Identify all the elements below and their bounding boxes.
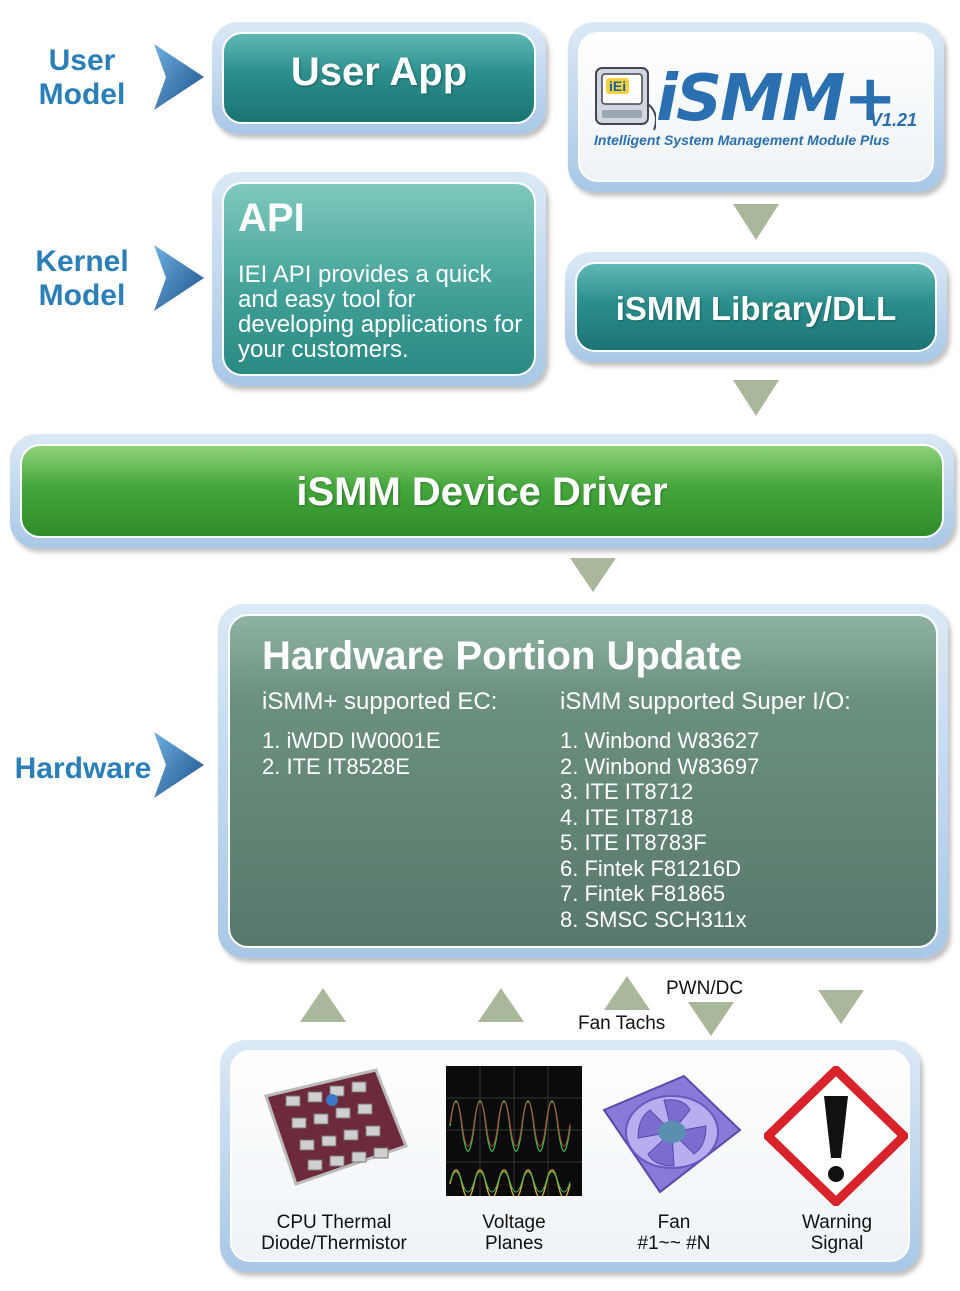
up-arrow-icon [604, 976, 650, 1010]
right-arrow-icon [154, 44, 204, 110]
superio-list: 1. Winbond W83627 2. Winbond W83697 3. I… [560, 728, 759, 932]
superio-heading: iSMM supported Super I/O: [560, 688, 851, 715]
library-box: iSMM Library/DLL [575, 262, 937, 352]
user-app-box: User App [222, 32, 536, 124]
side-label-model: Model [38, 78, 126, 111]
list-item: 3. ITE IT8712 [560, 779, 694, 804]
ismm-logo-version: V1.21 [870, 110, 918, 130]
list-item: 1. Winbond W83627 [560, 728, 760, 753]
up-arrow-icon [300, 988, 346, 1022]
user-app-title: User App [290, 50, 468, 94]
list-item: 8. SMSC SCH311x [560, 906, 747, 932]
side-label-user: User [48, 44, 116, 77]
devices-box: CPU Thermal Diode/Thermistor Voltage Pla… [230, 1050, 910, 1262]
down-arrow-icon [733, 380, 779, 416]
api-box: API IEI API provides a quick and easy to… [222, 182, 536, 376]
down-arrow-icon [570, 558, 616, 592]
library-frame: iSMM Library/DLL [565, 252, 947, 362]
oscilloscope-icon [446, 1066, 582, 1196]
ec-heading: iSMM+ supported EC: [262, 688, 498, 715]
ismm-logo-frame: iEi iSMM+ V1.21 Intelligent System Manag… [568, 22, 944, 192]
hardware-update-frame: Hardware Portion Update iSMM+ supported … [218, 604, 948, 958]
circuit-board-icon [264, 1068, 408, 1186]
pwm-dc-label: PWN/DC [666, 978, 744, 999]
api-title: API [238, 196, 305, 240]
list-item: 5. ITE IT8783F [560, 830, 707, 855]
ismm-logo-brand: iSMM+ [656, 62, 897, 136]
warning-sign-icon [764, 1066, 908, 1206]
fan-tachs-label: Fan Tachs [578, 1013, 666, 1034]
device-caption-line: CPU Thermal [276, 1212, 392, 1233]
device-caption-voltage: Voltage Planes [446, 1212, 582, 1254]
device-caption-cpu: CPU Thermal Diode/Thermistor [246, 1212, 422, 1254]
down-arrow-icon [818, 990, 864, 1024]
computer-icon [595, 67, 656, 131]
device-caption-line: Planes [484, 1233, 544, 1254]
side-label-user-model: User Model [30, 44, 134, 112]
devices-frame: CPU Thermal Diode/Thermistor Voltage Pla… [220, 1040, 920, 1272]
device-caption-line: #1~~ #N [637, 1233, 711, 1254]
api-description: IEI API provides a quick and easy tool f… [238, 261, 523, 363]
right-arrow-icon [154, 732, 204, 798]
driver-box: iSMM Device Driver [20, 444, 944, 538]
iei-badge: iEi [606, 78, 630, 94]
driver-frame: iSMM Device Driver [10, 434, 954, 548]
fan-icon [602, 1074, 742, 1194]
side-label-kernel-model: Kernel Model [30, 245, 134, 313]
hardware-update-title: Hardware Portion Update [262, 634, 743, 678]
device-caption-fan: Fan #1~~ #N [624, 1212, 724, 1254]
list-item: 6. Fintek F81216D [560, 855, 741, 881]
right-arrow-icon [154, 245, 204, 311]
list-item: 7. Fintek F81865 [560, 881, 726, 906]
library-title: iSMM Library/DLL [615, 290, 897, 327]
ismm-logo-box: iEi iSMM+ V1.21 Intelligent System Manag… [578, 32, 934, 182]
device-caption-line: Fan [657, 1212, 691, 1233]
device-caption-line: Signal [810, 1233, 864, 1254]
down-arrow-icon [733, 204, 779, 240]
list-item: 2. Winbond W83697 [560, 753, 760, 779]
side-label-model: Model [38, 279, 126, 312]
device-caption-line: Warning [801, 1212, 873, 1233]
device-caption-line: Diode/Thermistor [261, 1233, 407, 1254]
user-app-frame: User App [212, 22, 546, 134]
list-item: 4. ITE IT8718 [560, 804, 694, 830]
device-caption-line: Voltage [482, 1212, 546, 1233]
side-label-hardware: Hardware [14, 752, 152, 785]
ismm-logo-subtitle: Intelligent System Management Module Plu… [594, 132, 890, 148]
hardware-update-box: Hardware Portion Update iSMM+ supported … [228, 614, 938, 948]
api-frame: API IEI API provides a quick and easy to… [212, 172, 546, 386]
side-label-kernel: Kernel [35, 245, 129, 278]
down-arrow-icon [688, 1002, 734, 1036]
ec-list: 1. iWDD IW0001E 2. ITE IT8528E [262, 728, 441, 779]
up-arrow-icon [478, 988, 524, 1022]
driver-title: iSMM Device Driver [296, 470, 668, 514]
device-caption-warning: Warning Signal [772, 1212, 902, 1254]
list-item: 2. ITE IT8528E [262, 753, 410, 779]
list-item: 1. iWDD IW0001E [262, 728, 441, 753]
